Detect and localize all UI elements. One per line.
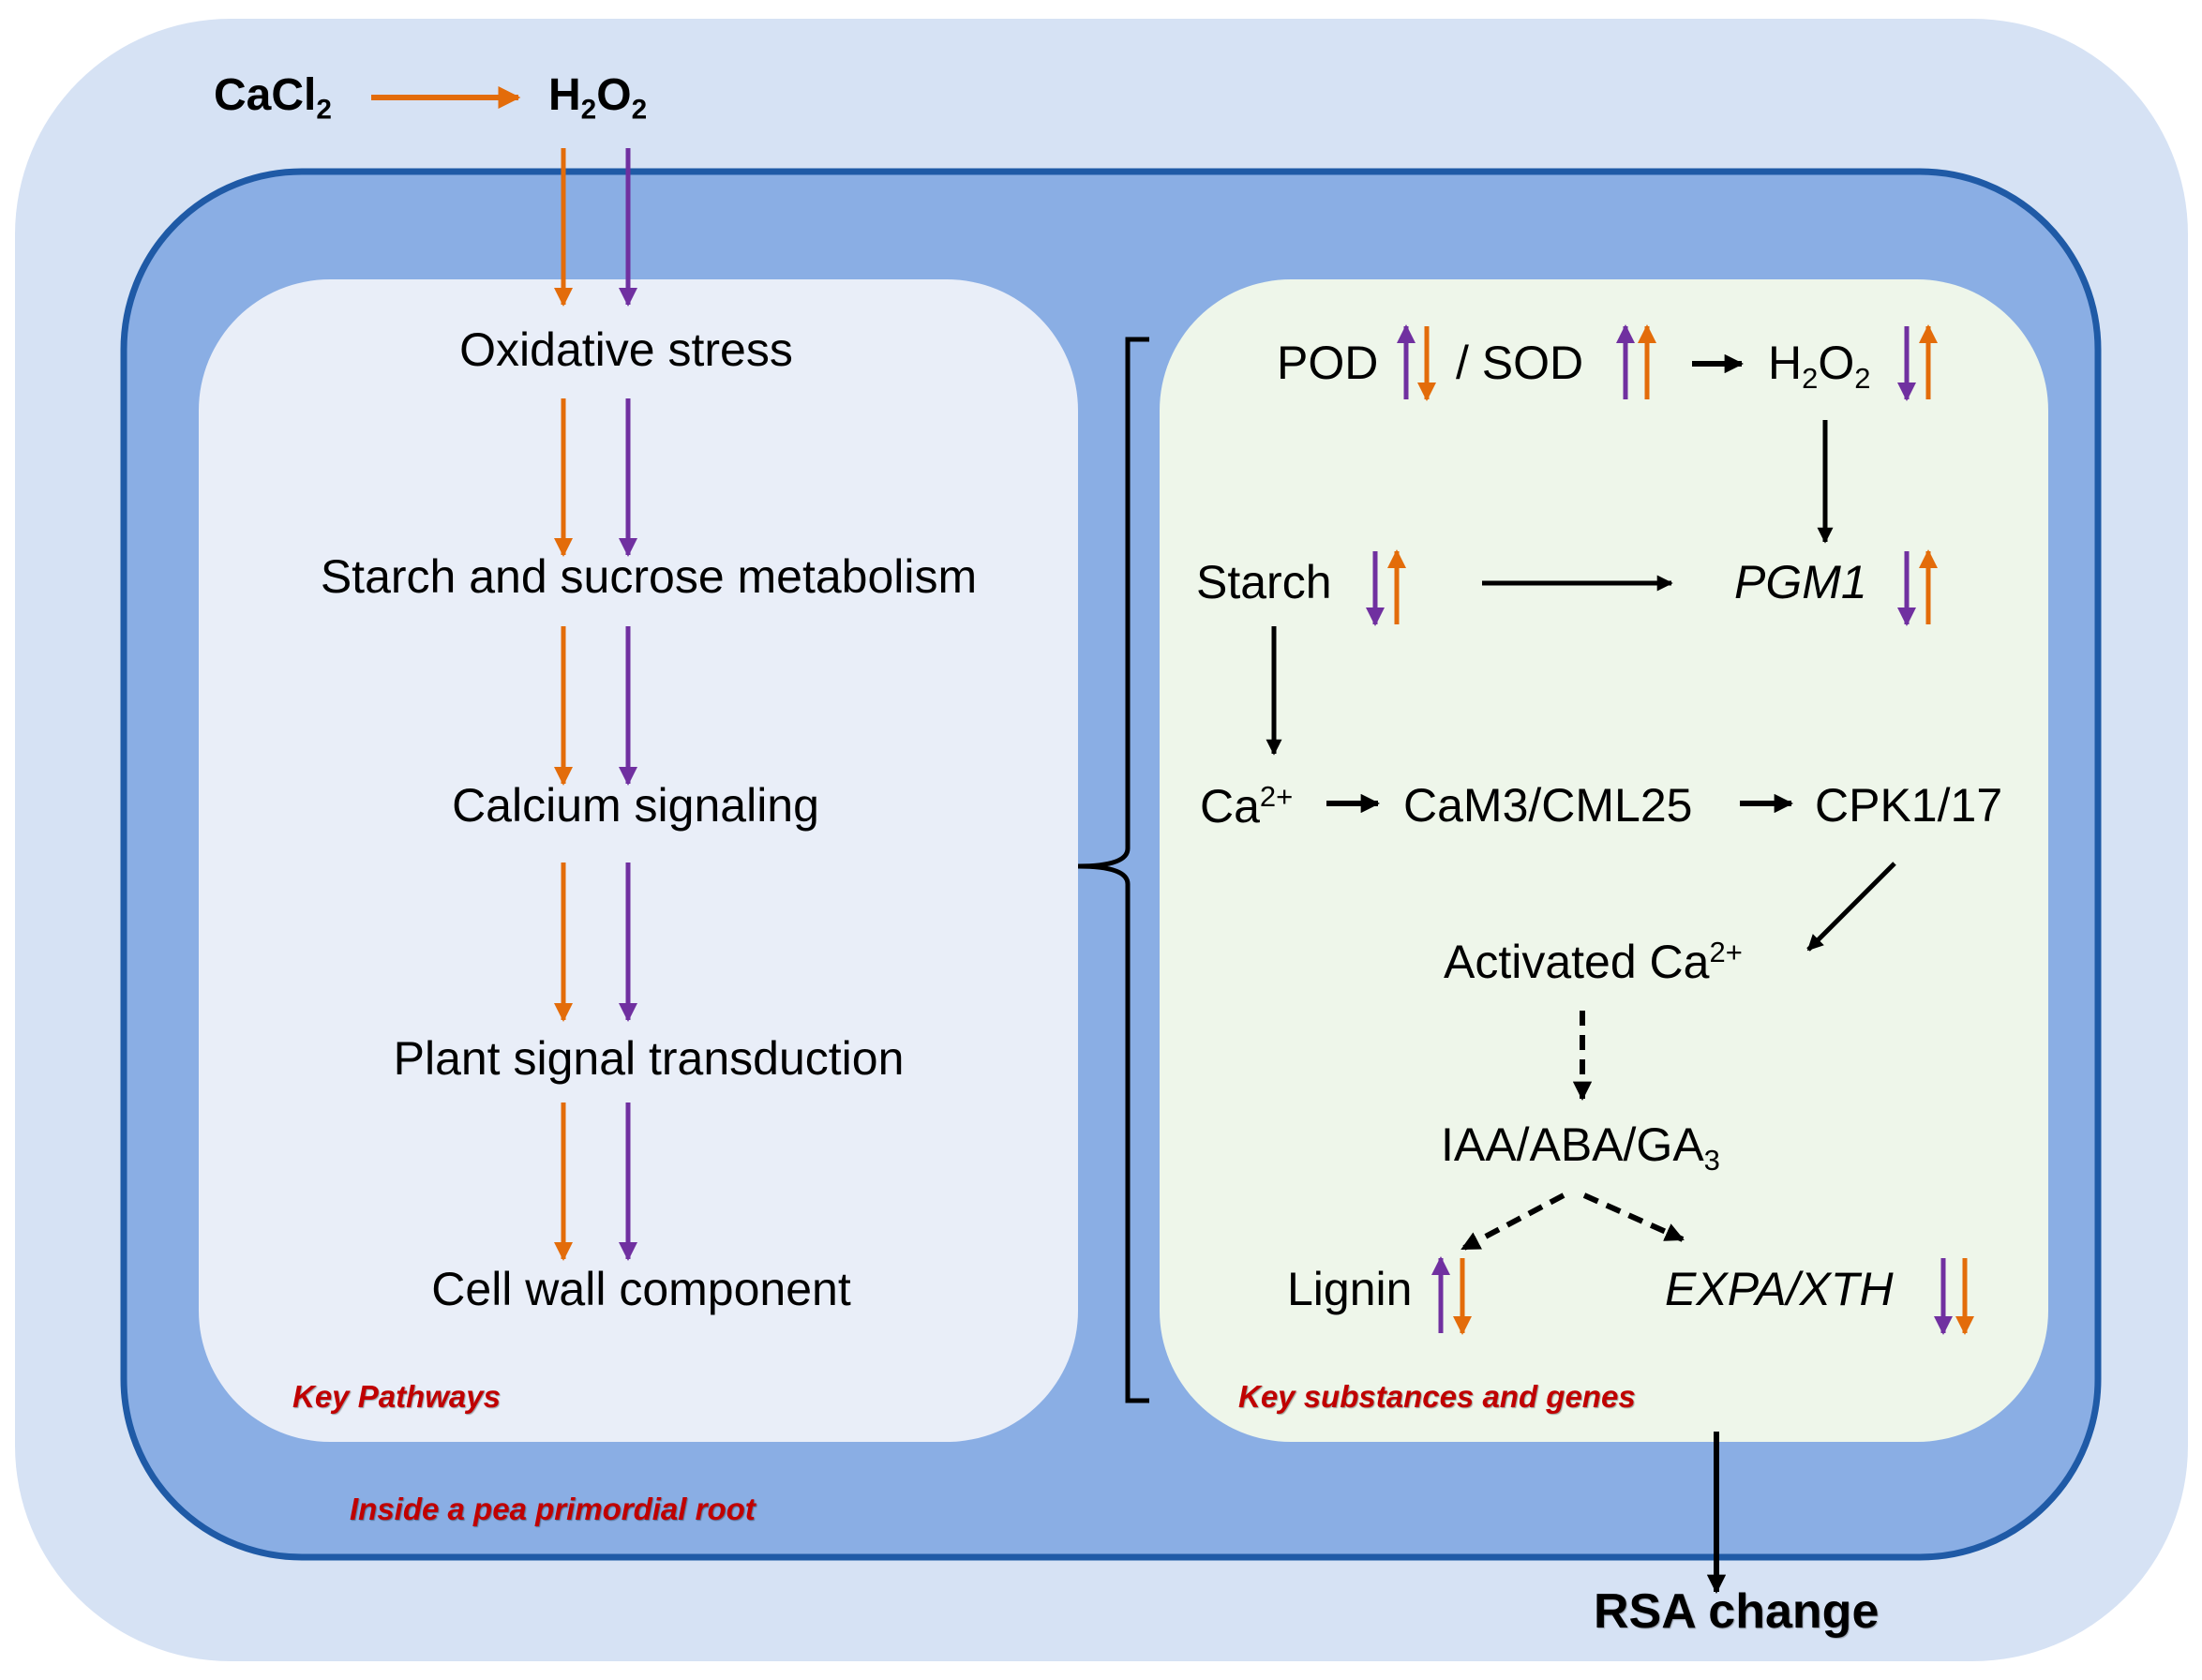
- hormones-label: IAA/ABA/GA3: [1441, 1118, 1720, 1177]
- pod-label: POD: [1277, 337, 1379, 389]
- pathway-oxidative-stress: Oxidative stress: [459, 323, 793, 376]
- cpk-to-activated-arrow: [1806, 862, 1896, 952]
- pathway-cell-wall: Cell wall component: [431, 1263, 851, 1315]
- h2o2-top-label: H2O2: [548, 70, 648, 126]
- h2o2-right-label: H2O2: [1768, 337, 1871, 395]
- sod-label: / SOD: [1456, 337, 1584, 389]
- ca-label: Ca2+: [1200, 780, 1294, 833]
- cell-note: Inside a pea primordial root: [350, 1492, 756, 1526]
- expa-xth-label: EXPA/XTH: [1665, 1263, 1894, 1315]
- cacl2-label: CaCl2: [214, 70, 332, 126]
- rsa-change-label: RSA change: [1594, 1584, 1880, 1639]
- pgm1-label: PGM1: [1734, 556, 1867, 608]
- hormones-to-expa-arrow: [1582, 1192, 1685, 1242]
- key-substances-note: Key substances and genes: [1238, 1379, 1636, 1414]
- curly-bracket: [1077, 337, 1149, 1403]
- cpk-label: CPK1/17: [1815, 779, 2003, 832]
- lignin-label: Lignin: [1287, 1263, 1413, 1315]
- pathway-starch-sucrose: Starch and sucrose metabolism: [320, 550, 978, 603]
- hormones-to-lignin-arrow: [1461, 1192, 1565, 1252]
- activated-ca-label: Activated Ca2+: [1444, 936, 1743, 989]
- key-pathways-note: Key Pathways: [292, 1379, 501, 1414]
- starch-label: Starch: [1196, 556, 1332, 608]
- key-pathways-panel: [199, 279, 1078, 1442]
- key-substances-panel: [1160, 279, 2048, 1442]
- pathway-plant-signal: Plant signal transduction: [393, 1032, 905, 1085]
- cam-label: CaM3/CML25: [1403, 779, 1693, 832]
- pathway-calcium-signaling: Calcium signaling: [452, 779, 819, 832]
